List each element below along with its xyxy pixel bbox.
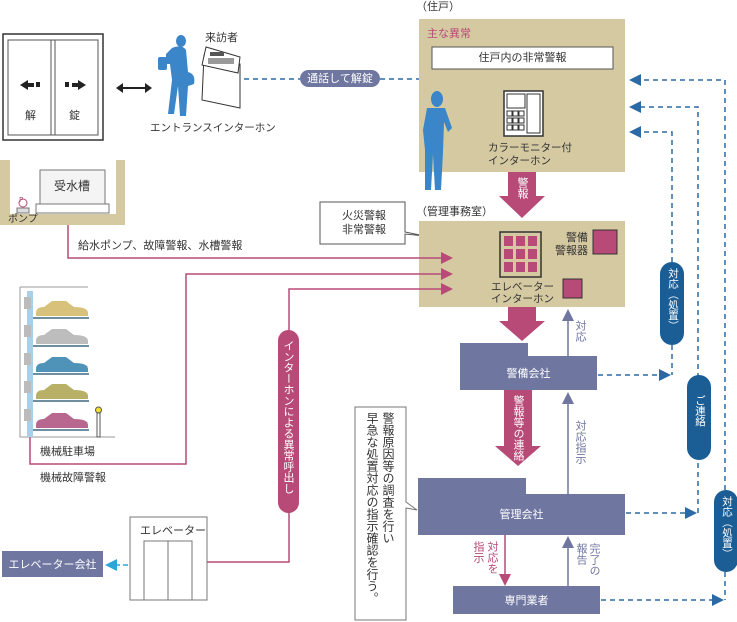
main-anomaly-label: 主な異常 xyxy=(427,27,471,40)
alarm-arrow-label: 警報 xyxy=(516,177,529,199)
management-callout xyxy=(354,406,418,621)
entrance-intercom-label: エントランスインターホン xyxy=(150,122,276,134)
management-company-box xyxy=(418,478,625,535)
unlock-label: 解 xyxy=(25,109,36,122)
mechanical-parking-icon xyxy=(19,286,115,438)
fire-alarm-callout xyxy=(319,201,426,245)
elevator-company-box xyxy=(2,551,103,577)
report-label-2: 報告 xyxy=(575,543,588,565)
intercom-call-label: インターホンによる異常呼出し xyxy=(282,340,295,494)
alarm-arrow xyxy=(499,172,545,218)
security-company-box xyxy=(460,343,597,390)
talk-unlock-pill xyxy=(300,70,380,87)
report-label-1: 完了の xyxy=(588,543,601,576)
alarm-contact-arrow xyxy=(495,390,541,466)
dwelling-alarm-label: 住戸内の非常警報 xyxy=(478,51,567,64)
alarm-panel-icon xyxy=(499,231,542,278)
guard-alarm-label-1: 警備 xyxy=(566,231,588,244)
guard-alarm-device-icon xyxy=(592,229,618,255)
elevator-intercom-label-2: インターホン xyxy=(491,293,554,305)
guard-alarm-label-2: 警報器 xyxy=(555,244,588,257)
contact-pill: ご連絡 xyxy=(694,395,706,427)
elevator-company-label: エレベーター会社 xyxy=(8,558,97,571)
response-treatment-pill-2: 対応（処置） xyxy=(721,496,733,559)
elevator-intercom-device-icon xyxy=(562,278,583,299)
elevator-intercom-label-1: エレベーター xyxy=(491,281,554,293)
lock-label: 錠 xyxy=(69,109,80,122)
visitor-label: 来訪者 xyxy=(205,31,238,44)
entrance-intercom-panel-icon xyxy=(201,46,241,109)
water-alarm-label: 給水ポンプ、故障警報、水槽警報 xyxy=(78,239,243,252)
parking-alarm-label: 機械故障警報 xyxy=(40,471,106,484)
specialist-box xyxy=(453,586,600,614)
response-instruction-label: 対応指示 xyxy=(574,420,587,464)
talk-unlock-label: 通話して解錠 xyxy=(307,72,373,85)
response-treatment-pill-1: 対応（処置） xyxy=(667,268,679,331)
instruct-label-2: 指示 xyxy=(472,541,485,563)
pump-label: ポンプ xyxy=(8,214,38,225)
response-label: 対応 xyxy=(574,320,587,342)
elevator-label: エレベーター xyxy=(140,524,206,537)
parking-label: 機械駐車場 xyxy=(40,445,95,458)
monitor-label-2: インターホン xyxy=(488,155,551,167)
dwelling-title: （住戸） xyxy=(416,0,460,13)
security-company-label: 警備会社 xyxy=(506,367,551,380)
specialist-label: 専門業者 xyxy=(504,594,549,607)
elevator-icon xyxy=(129,516,208,601)
entrance-door xyxy=(2,33,104,141)
management-company-label: 管理会社 xyxy=(499,508,544,521)
callout-line-2: 早急な処置対応の指示確認を行う。 xyxy=(365,412,379,604)
office-title: （管理事務室） xyxy=(416,205,493,218)
alarm-contact-label: 警報等の連絡 xyxy=(512,395,525,461)
intercom-call-pill xyxy=(278,330,299,513)
resident-person-icon xyxy=(423,91,452,190)
pump-symbol: P xyxy=(19,196,24,204)
visitor-person-icon xyxy=(158,35,195,116)
monitor-label-1: カラーモニター付 xyxy=(488,142,572,154)
instruct-label-1: 対応を xyxy=(486,541,499,574)
fire-alarm-label: 火災警報 xyxy=(342,209,386,222)
water-tank-label: 受水槽 xyxy=(54,179,91,193)
emergency-alarm-label: 非常警報 xyxy=(342,223,386,236)
water-tank-area xyxy=(0,160,125,225)
color-monitor-intercom-icon xyxy=(503,90,544,137)
callout-line-1: 警報原因等の調査を行い xyxy=(381,412,395,544)
